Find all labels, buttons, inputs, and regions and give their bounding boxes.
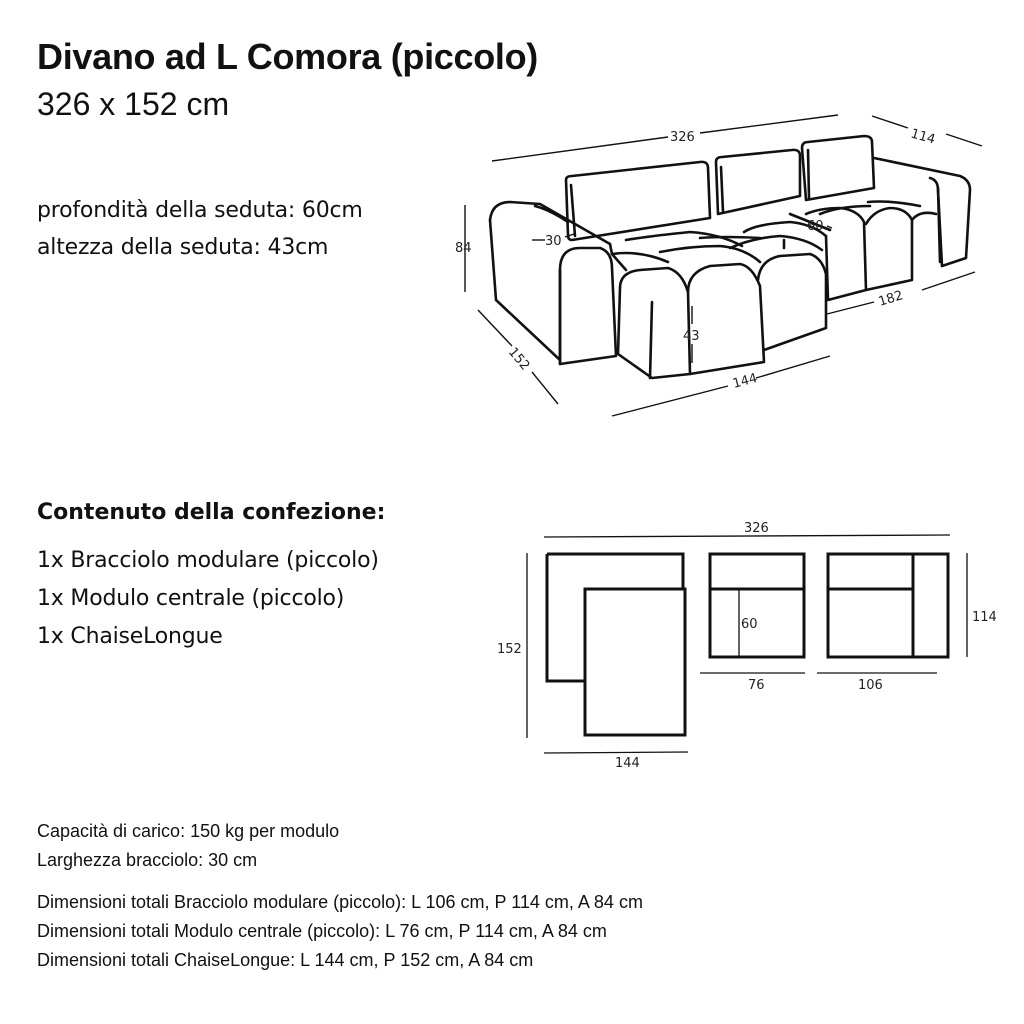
plan-arm-width: 106 [858,678,883,693]
armrest-width-note: Larghezza bracciolo: 30 cm [37,850,258,870]
overall-size: 326 x 152 cm [37,86,230,122]
plan-seat-depth: 60 [741,617,758,632]
dimension-note: Dimensioni totali ChaiseLongue: L 144 cm… [37,950,534,970]
dim-total-width: 326 [670,130,695,145]
seat-height-spec: altezza della seduta: 43cm [37,235,329,260]
product-title: Divano ad L Comora (piccolo) [37,36,538,77]
dim-seat-depth: 60 [807,219,824,234]
dim-right-section: 182 [877,288,905,310]
dim-chaise-depth: 152 [505,345,532,374]
center-module-outline [708,552,806,659]
dimension-note: Dimensioni totali Bracciolo modulare (pi… [37,892,643,912]
seat-depth-spec: profondità della seduta: 60cm [37,198,363,223]
plan-dimension-labels: 326 152 144 60 76 106 114 [497,521,997,771]
dim-height: 84 [455,241,472,256]
plan-chaise-depth: 152 [497,642,522,657]
package-title: Contenuto della confezione: [37,500,386,525]
plan-center-width: 76 [748,678,765,693]
dimension-labels: 326 114 84 30 60 43 152 144 182 [455,126,937,391]
package-item: 1x Bracciolo modulare (piccolo) [37,548,379,573]
load-capacity-note: Capacità di carico: 150 kg per modulo [37,821,340,841]
package-item: 1x ChaiseLongue [37,624,223,649]
chaise-seat-outline [583,587,687,737]
sofa-outline [488,134,972,380]
package-item: 1x Modulo centrale (piccolo) [37,586,345,611]
plan-total-width: 326 [744,521,769,536]
dimension-note: Dimensioni totali Modulo centrale (picco… [37,921,607,941]
plan-dimension-lines [526,534,968,754]
chaise-back-outline [545,552,685,683]
arm-module-outline [826,552,950,659]
plan-module-depth: 114 [972,610,997,625]
plan-chaise-width: 144 [615,756,640,771]
dimension-lines [464,114,983,417]
dim-armrest: 30 [545,234,562,249]
dim-module-depth: 114 [909,126,937,147]
dim-seat-height: 43 [683,329,700,344]
dim-chaise-width: 144 [731,371,759,392]
plan-modules [545,552,950,737]
